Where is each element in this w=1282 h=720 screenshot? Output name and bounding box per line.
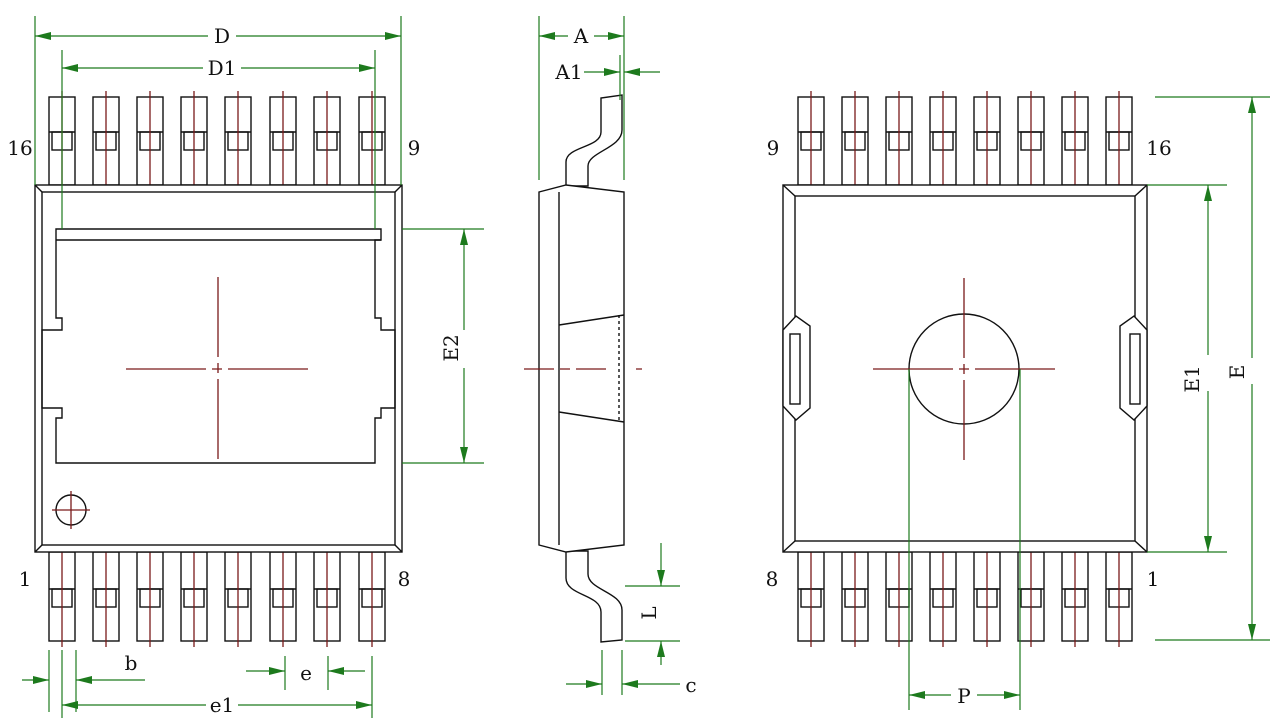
label-D: D bbox=[214, 24, 230, 48]
side-view bbox=[524, 94, 644, 643]
exposed-pad-outline bbox=[41, 228, 396, 464]
pin-label-8: 8 bbox=[398, 567, 411, 591]
label-L: L bbox=[637, 606, 661, 619]
label-e1: e1 bbox=[210, 693, 235, 717]
lead-group bbox=[48, 91, 1133, 647]
label-c: c bbox=[685, 673, 696, 697]
pin-label-9: 9 bbox=[408, 136, 421, 160]
pin-label-16: 16 bbox=[7, 136, 32, 160]
label-E2: E2 bbox=[439, 334, 463, 361]
label-A: A bbox=[573, 24, 589, 48]
bottom-view-pin-label-8: 8 bbox=[766, 567, 779, 591]
label-D1: D1 bbox=[208, 56, 237, 80]
label-e: e bbox=[300, 661, 312, 685]
bottom-view bbox=[782, 184, 1148, 553]
bottom-view-pin-label-16: 16 bbox=[1146, 136, 1171, 160]
pin-numbers: 16 9 1 8 9 16 8 1 bbox=[7, 136, 1171, 591]
bottom-view-pin-label-1: 1 bbox=[1147, 567, 1160, 591]
side-lead-top bbox=[565, 94, 623, 187]
pin-label-1: 1 bbox=[19, 567, 32, 591]
label-b: b bbox=[125, 651, 138, 675]
top-view bbox=[34, 184, 403, 553]
label-A1: A1 bbox=[554, 60, 582, 84]
bottom-view-pin-label-9: 9 bbox=[767, 136, 780, 160]
label-E1: E1 bbox=[1180, 365, 1204, 392]
label-P: P bbox=[957, 684, 970, 708]
label-E: E bbox=[1225, 365, 1249, 380]
side-lead-bottom bbox=[565, 550, 623, 643]
dimension-labels: D D1 A A1 E2 b e e1 L c E1 E P bbox=[125, 24, 1264, 717]
